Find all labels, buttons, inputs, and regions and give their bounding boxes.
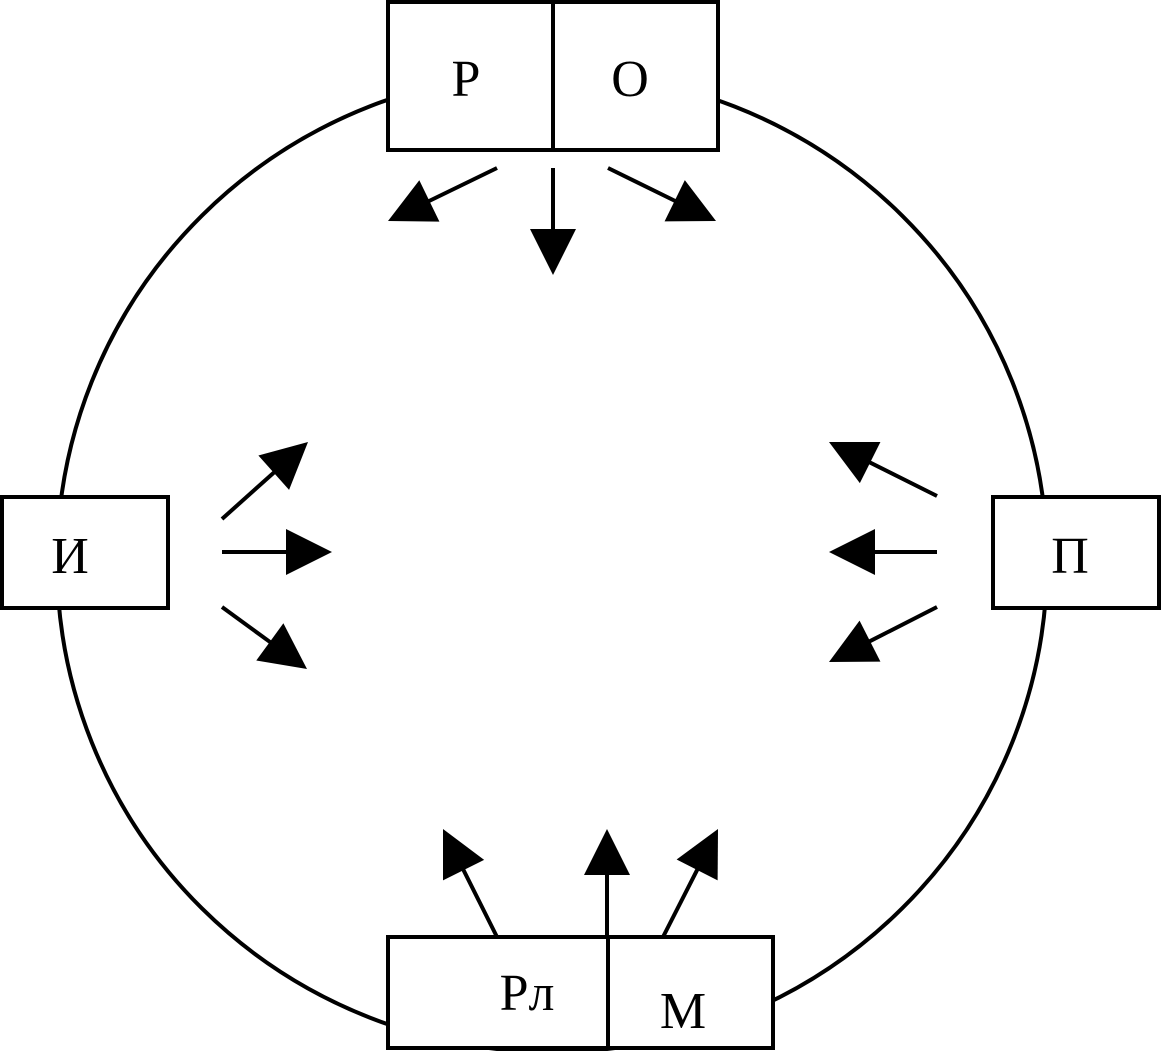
arrow-top-left-head (388, 180, 440, 222)
left-cell (0, 495, 170, 610)
arrow-bottom-center (584, 829, 630, 937)
label-r: Р (452, 51, 481, 108)
bottom-right-cell (606, 935, 775, 1050)
arrow-right-center-head (829, 529, 875, 575)
arrow-bottom-right-head (676, 829, 718, 881)
arrow-bottom-right (661, 829, 718, 938)
arrow-bottom-left-shaft (460, 867, 499, 938)
left-box: И (0, 495, 170, 610)
arrow-top-left (388, 166, 498, 222)
arrow-left-center-head (286, 529, 332, 575)
arrow-right-up-head (829, 442, 881, 484)
arrow-left-up-head (258, 442, 308, 490)
right-box: П (991, 495, 1161, 610)
right-cell (991, 495, 1161, 610)
arrow-right-center (829, 529, 937, 575)
arrow-top-center (530, 168, 576, 275)
label-m: М (660, 983, 706, 1040)
arrow-right-up-shaft (867, 459, 938, 498)
bottom-left-cell (386, 935, 610, 1050)
label-rl: Рл (500, 965, 555, 1022)
arrow-right-up (829, 442, 938, 498)
arrow-top-right-head (664, 180, 716, 222)
top-box: Р О (386, 0, 720, 152)
label-p: П (1051, 528, 1089, 585)
arrow-left-up (220, 442, 308, 521)
arrow-left-center (222, 529, 332, 575)
arrow-top-right-shaft (607, 166, 678, 204)
arrow-right-down-shaft (867, 605, 938, 644)
arrow-bottom-left-head (443, 829, 485, 881)
arrow-left-down-shaft (220, 605, 273, 645)
arrow-right-down (829, 605, 938, 662)
arrow-bottom-center-head (584, 829, 630, 875)
arrow-top-center-head (530, 229, 576, 275)
label-o: О (611, 51, 649, 108)
bottom-box: Рл М (386, 935, 775, 1050)
arrows-group (220, 166, 938, 938)
arrow-left-down (220, 605, 307, 669)
arrow-left-down-head (256, 623, 307, 669)
arrow-bottom-left (443, 829, 499, 938)
arrow-right-down-head (829, 620, 881, 662)
arrow-left-up-shaft (220, 469, 277, 521)
arrow-top-right (607, 166, 716, 222)
label-i: И (51, 528, 89, 585)
arrow-bottom-right-shaft (661, 867, 700, 938)
arrow-top-left-shaft (426, 166, 498, 204)
top-right-cell (551, 0, 720, 152)
